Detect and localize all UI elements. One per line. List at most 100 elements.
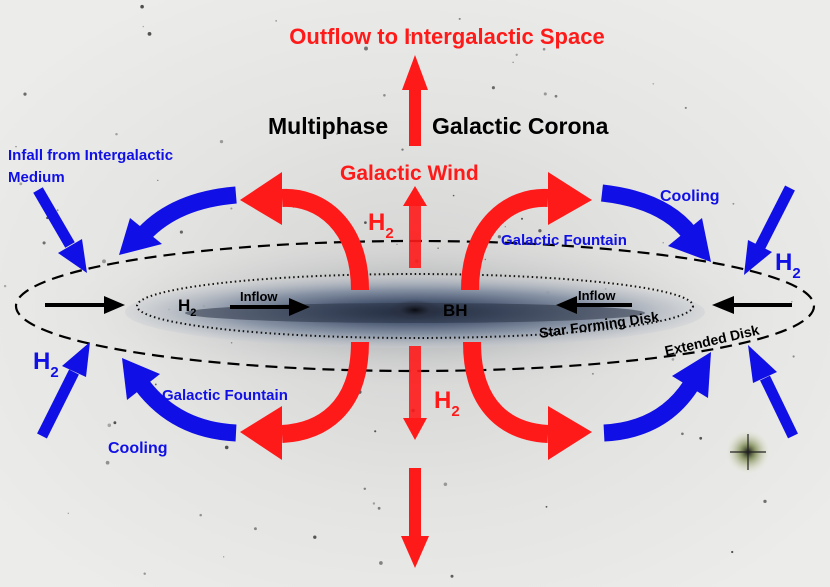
wind-arrowhead-lower <box>403 418 427 440</box>
fountain-arrowhead-bottom-left <box>240 406 282 460</box>
background-star <box>652 82 655 85</box>
background-star <box>542 47 546 51</box>
wind-shaft-lower <box>409 346 421 420</box>
fountain-arrow-bottom-right <box>463 341 549 443</box>
background-star <box>372 502 376 505</box>
inflow-arrows <box>45 296 792 316</box>
background-star <box>157 179 159 182</box>
background-star <box>379 561 383 565</box>
background-star <box>142 25 145 28</box>
background-star <box>335 132 339 135</box>
outflow-arrowhead-bottom <box>401 536 429 568</box>
outflow-arrows <box>240 55 592 568</box>
background-star <box>140 4 144 9</box>
background-star <box>520 217 524 220</box>
background-star <box>19 182 23 186</box>
cooling-arrow-bottom-left <box>135 379 237 442</box>
infall-arrowhead-lower-right <box>748 345 777 383</box>
infall-arrow-lower-left <box>37 369 79 439</box>
wind-arrowhead-upper <box>403 186 427 206</box>
background-star <box>102 259 106 264</box>
background-star <box>363 487 367 491</box>
background-star <box>275 20 277 22</box>
infall-label-line2: Medium <box>8 169 65 186</box>
infall-label-line1: Infall from Intergalactic <box>8 147 173 164</box>
infall-arrow-upper-left <box>33 187 75 248</box>
background-star <box>224 445 229 450</box>
wind-shaft-upper <box>409 196 421 268</box>
background-star <box>662 242 664 244</box>
multiphase-label: Multiphase <box>268 113 388 139</box>
outflow-shaft-top <box>409 88 421 146</box>
infall-arrowhead-lower-left <box>62 342 90 377</box>
infall-arrow-upper-right <box>755 185 795 250</box>
bright-star-spikes <box>730 434 766 470</box>
background-star <box>443 482 448 487</box>
star-forming-disk-outline <box>136 273 694 339</box>
cooling-arrow-top-left <box>137 186 237 240</box>
disk-inflow-arrowhead-right <box>556 296 577 314</box>
background-star <box>230 207 233 210</box>
background-star <box>515 53 518 56</box>
background-star <box>684 106 687 109</box>
h2-label-infall-right: H2 <box>775 249 801 282</box>
background-star <box>3 284 7 288</box>
h2-label-infall-left: H2 <box>33 348 59 381</box>
fountain-arrowhead-top-left <box>240 172 282 225</box>
background-star <box>313 535 317 539</box>
background-star <box>154 383 157 386</box>
background-star <box>364 46 368 51</box>
fountain-arrow-top-left <box>281 188 369 291</box>
fountain-label-bottom-left: Galactic Fountain <box>162 387 288 404</box>
background-star <box>699 436 703 440</box>
infall-arrowhead-upper-left <box>58 239 87 273</box>
extended-inflow-arrowhead-left <box>104 296 125 314</box>
background-star <box>147 31 152 36</box>
background-star <box>538 229 542 233</box>
galaxy-core <box>389 300 441 320</box>
background-star <box>512 61 514 64</box>
cooling-label-top-right: Cooling <box>660 188 720 205</box>
fountain-arrowhead-bottom-right <box>548 406 592 460</box>
background-star <box>401 148 404 151</box>
background-star <box>458 17 461 20</box>
cooling-arrowhead-top-right <box>668 218 711 262</box>
background-star <box>452 194 455 197</box>
fountain-label-top-right: Galactic Fountain <box>501 232 627 249</box>
galactic-wind-label: Galactic Wind <box>340 162 479 185</box>
background-star <box>179 230 183 234</box>
background-star <box>374 430 377 433</box>
background-star <box>143 572 146 575</box>
background-star <box>681 432 684 436</box>
cooling-arrow-bottom-right <box>603 377 701 442</box>
background-star <box>792 355 795 358</box>
background-star <box>791 301 793 303</box>
background-star <box>383 94 386 97</box>
cooling-arrowhead-bottom-right <box>672 352 711 398</box>
background-star <box>763 499 767 504</box>
fountain-arrow-bottom-left <box>281 341 369 443</box>
outflow-label: Outflow to Intergalactic Space <box>289 24 604 49</box>
extended-inflow-arrowhead-right <box>712 296 734 314</box>
background-star <box>444 164 447 168</box>
h2-label-wind-upper: H2 <box>368 209 394 242</box>
outflow-shaft-bottom <box>409 468 421 538</box>
background-star <box>543 92 547 96</box>
background-star <box>554 94 558 98</box>
cooling-arrowhead-bottom-left <box>122 358 160 400</box>
disk-inflow-arrowhead-left <box>289 298 310 316</box>
background-star <box>219 139 224 144</box>
h2-label-disk: H2 <box>178 296 196 319</box>
background-star <box>450 574 454 578</box>
background-star <box>545 505 548 508</box>
background-star <box>113 421 117 425</box>
background-star <box>115 132 118 136</box>
background-star <box>732 202 735 205</box>
cooling-arrow-top-right <box>600 184 697 240</box>
cooling-label-bottom-left: Cooling <box>108 440 168 457</box>
background-star <box>223 556 225 558</box>
background-star <box>504 225 507 228</box>
background-star <box>56 209 59 212</box>
